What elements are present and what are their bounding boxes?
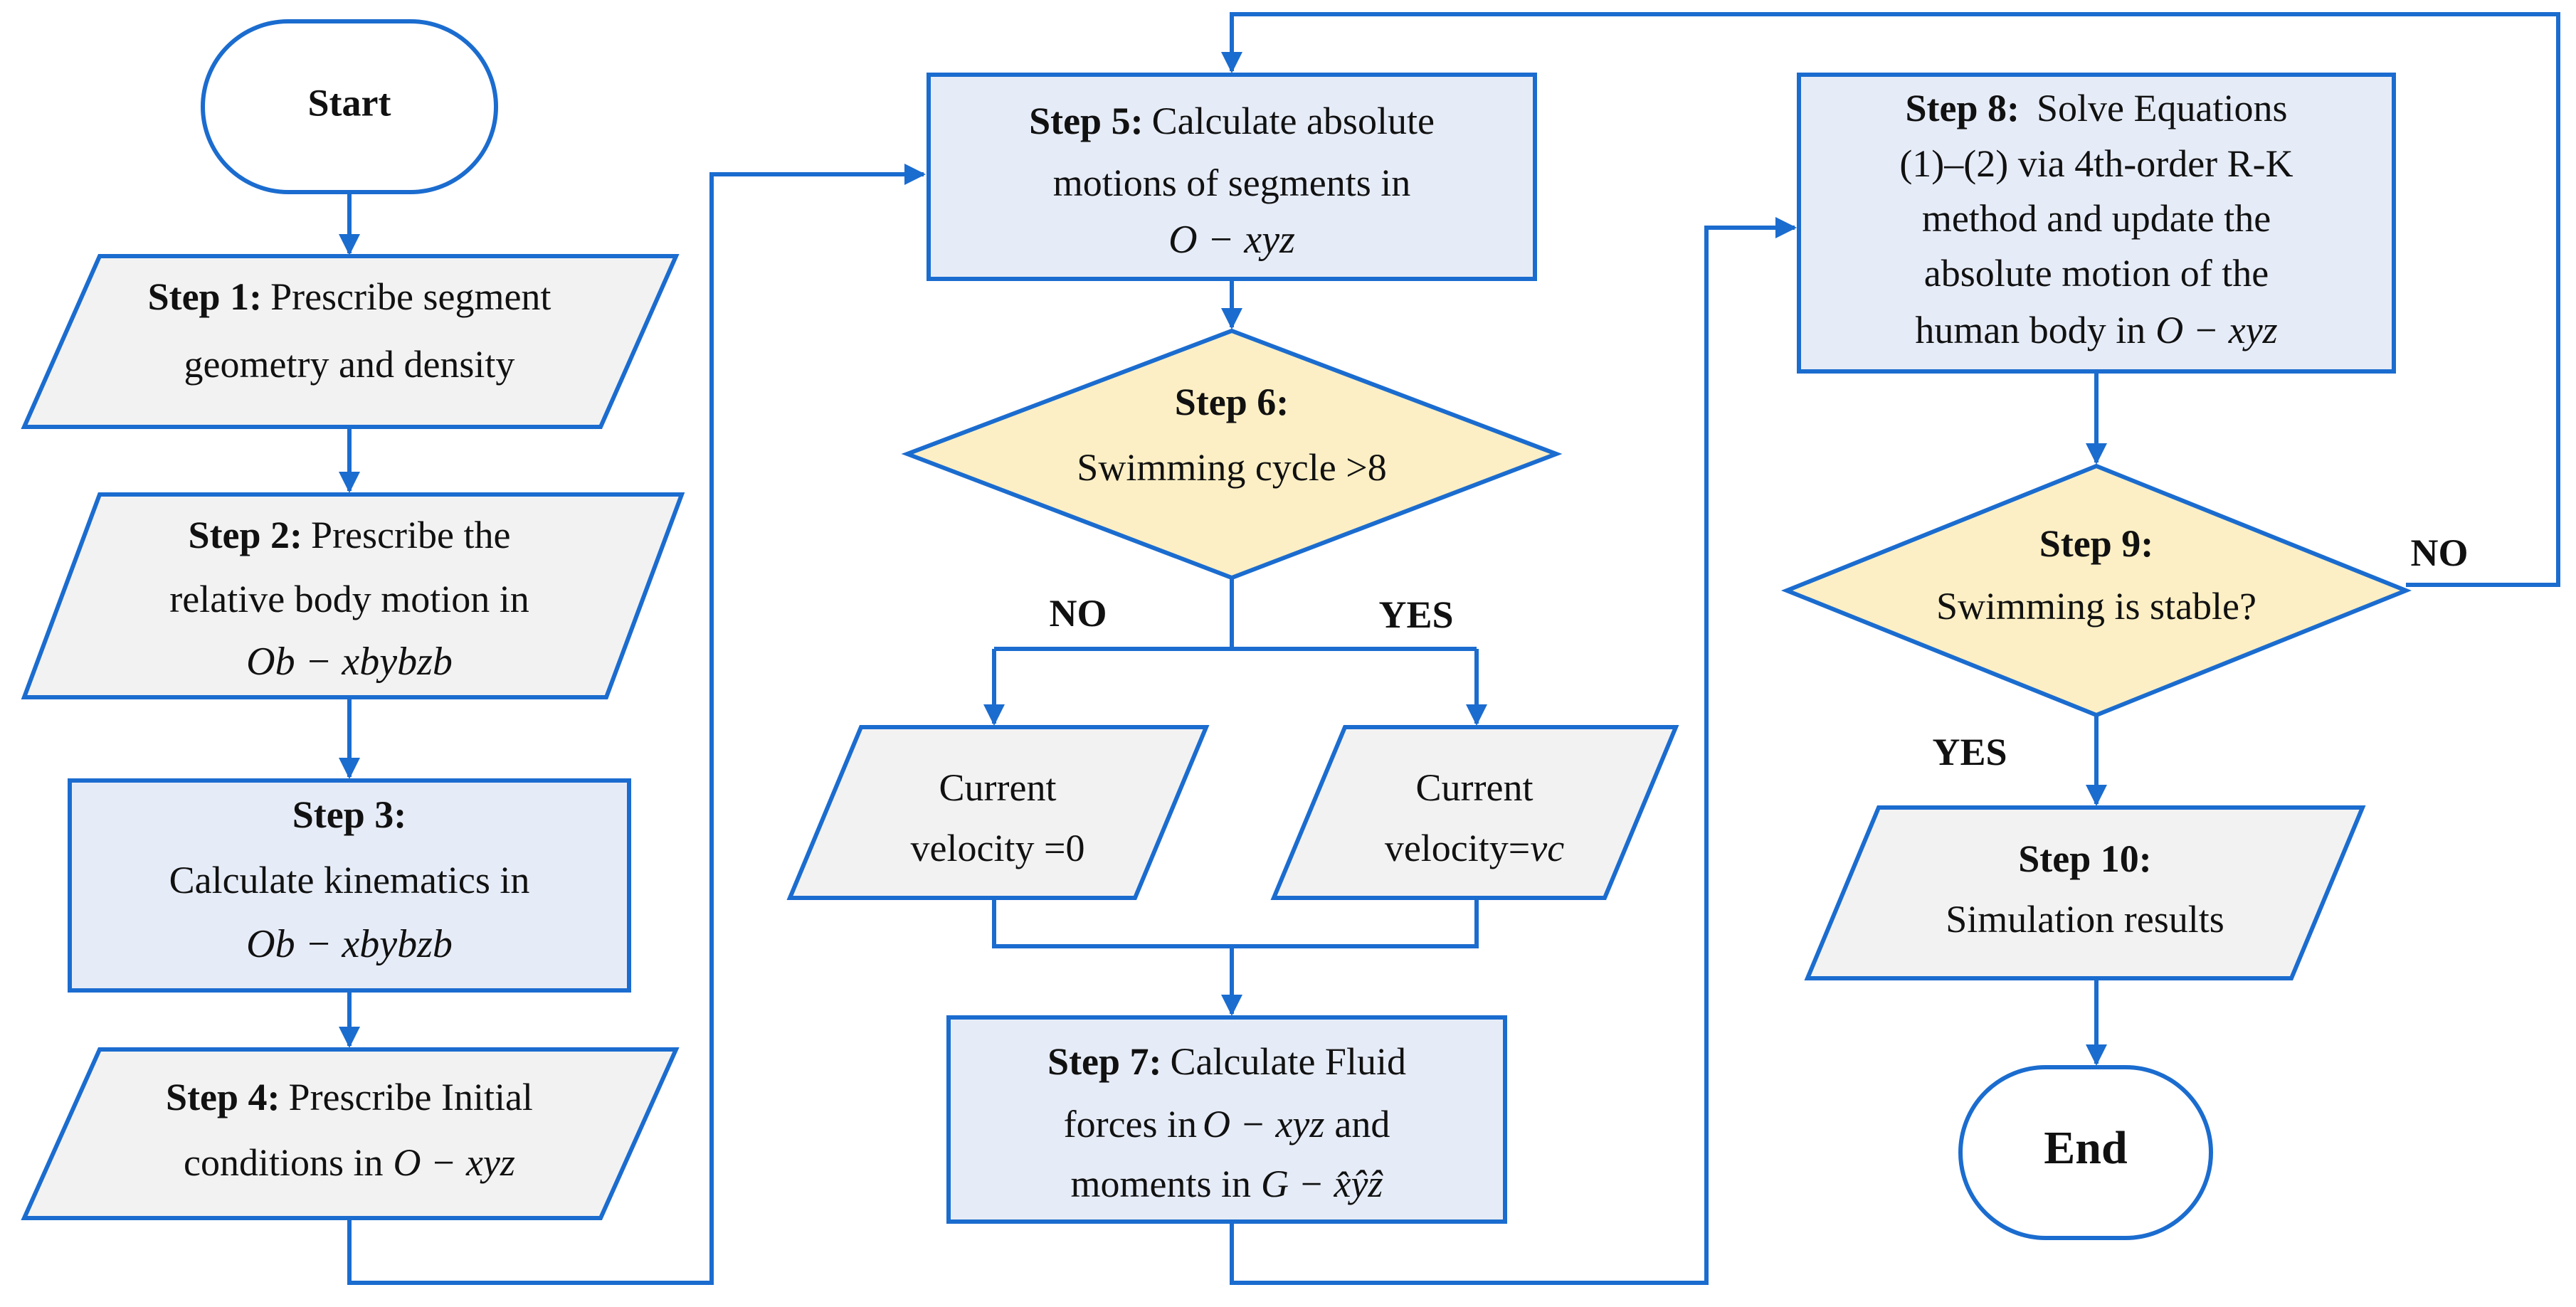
step10-title: Step 10: (2018, 837, 2152, 880)
step7-and: and (1334, 1103, 1390, 1145)
step6-node: Step 6: Swimming cycle >8 (901, 328, 1563, 581)
step5-text1: Calculate absolute (1152, 100, 1435, 142)
step8-text1: Solve Equations (2037, 87, 2287, 129)
step4-line1: Step 4:Prescribe Initial (166, 1076, 533, 1118)
current-vc-text1: Current (1416, 766, 1534, 809)
start-shape (201, 19, 498, 194)
step10-node: Step 10: Simulation results (1804, 805, 2366, 980)
step8-math: O − xyz (2155, 309, 2277, 351)
step7-title: Step 7: (1047, 1040, 1162, 1083)
step8-node: Step 8: Solve Equations (1)–(2) via 4th-o… (1797, 73, 2396, 374)
step2-text2: relative body motion in (169, 578, 529, 620)
arrow-step4-to-step5 (347, 164, 926, 1285)
step10-shape (1804, 805, 2366, 980)
step5-math: O − xyz (1168, 218, 1295, 262)
step2-math: Ob − xbybzb (246, 640, 453, 684)
step4-shape (21, 1047, 680, 1220)
step6-shape (901, 328, 1563, 581)
step4-math: O − xyz (394, 1141, 515, 1184)
step6-no-label: NO (1050, 592, 1107, 635)
step1-shape (21, 254, 680, 429)
step8-title: Step 8: (1906, 87, 2020, 129)
current-vc-node: Current velocity=vc (1270, 725, 1679, 900)
step3-text1: Calculate kinematics in (169, 859, 530, 901)
end-label: End (2044, 1122, 2127, 1174)
step5-title: Step 5: (1029, 100, 1144, 142)
step1-node: Step 1:Prescribe segment geometry and de… (21, 254, 680, 429)
current-vc-shape (1270, 725, 1679, 900)
arrow-step7-to-step8 (1230, 217, 1797, 1285)
step1-text2: geometry and density (184, 343, 515, 386)
step7-text2: forces in (1064, 1103, 1197, 1145)
step9-title: Step 9: (2039, 522, 2154, 565)
step6-title: Step 6: (1175, 381, 1289, 423)
current-vc-line2: velocity=vc (1385, 827, 1564, 869)
step8-shape (1797, 73, 2396, 374)
step8-text5: human body in (1915, 309, 2145, 351)
step9-shape (1780, 463, 2412, 718)
start-terminal: Start (201, 19, 498, 194)
current-vc-text2: velocity= (1385, 827, 1530, 869)
current-zero-text1: Current (939, 766, 1057, 809)
step3-title: Step 3: (292, 793, 407, 836)
current-zero-shape (786, 725, 1210, 900)
step8-text2: (1)–(2) via 4th-order R-K (1899, 142, 2293, 185)
step9-text1: Swimming is stable? (1936, 585, 2256, 628)
step2-shape (21, 492, 685, 699)
arrow-step9-no-loop (1221, 12, 2560, 587)
step7-math2: G − x̂ŷẑ (1261, 1163, 1383, 1205)
step3-shape (68, 778, 631, 993)
step5-line1: Step 5:Calculate absolute (1029, 100, 1435, 142)
end-shape (1958, 1065, 2213, 1240)
step4-text2: conditions in (184, 1141, 384, 1184)
step6-text1: Swimming cycle >8 (1077, 446, 1386, 489)
connectors (339, 12, 2560, 1285)
step7-text3: moments in (1071, 1163, 1252, 1205)
step5-shape (927, 73, 1537, 281)
step1-title: Step 1: (148, 275, 263, 318)
step2-text1: Prescribe the (311, 514, 510, 556)
step2-line1: Step 2:Prescribe the (189, 514, 511, 556)
start-label: Start (308, 81, 391, 124)
step7-text1: Calculate Fluid (1171, 1040, 1406, 1083)
step8-text3: method and update the (1922, 197, 2271, 240)
step9-node: Step 9: Swimming is stable? (1780, 463, 2412, 718)
step5-node: Step 5:Calculate absolute motions of seg… (927, 73, 1537, 281)
merge-current-zero (992, 898, 1479, 948)
step3-node: Step 3: Calculate kinematics in Ob − xby… (68, 778, 631, 993)
current-zero-node: Current velocity =0 (786, 725, 1210, 900)
step8-line1: Step 8: Solve Equations (1906, 87, 2288, 129)
current-vc-math: vc (1530, 827, 1564, 869)
step2-node: Step 2:Prescribe the relative body motio… (21, 492, 685, 699)
step6-yes-label: YES (1378, 593, 1453, 636)
step8-text4: absolute motion of the (1924, 252, 2269, 295)
step4-title: Step 4: (166, 1076, 280, 1118)
step4-text1: Prescribe Initial (289, 1076, 533, 1118)
step10-text1: Simulation results (1946, 898, 2224, 941)
step7-math1: O − xyz (1203, 1103, 1324, 1145)
step7-line1: Step 7:Calculate Fluid (1047, 1040, 1406, 1083)
step7-shape (946, 1015, 1507, 1224)
current-zero-text2: velocity =0 (911, 827, 1085, 869)
step3-math: Ob − xbybzb (246, 922, 453, 966)
step9-no-label: NO (2411, 531, 2469, 574)
step1-line1: Step 1:Prescribe segment (148, 275, 551, 318)
step2-title: Step 2: (189, 514, 303, 556)
step5-text2: motions of segments in (1053, 162, 1410, 204)
end-terminal: End (1958, 1065, 2213, 1240)
step9-yes-label: YES (1932, 731, 2007, 773)
step1-text1: Prescribe segment (270, 275, 551, 318)
